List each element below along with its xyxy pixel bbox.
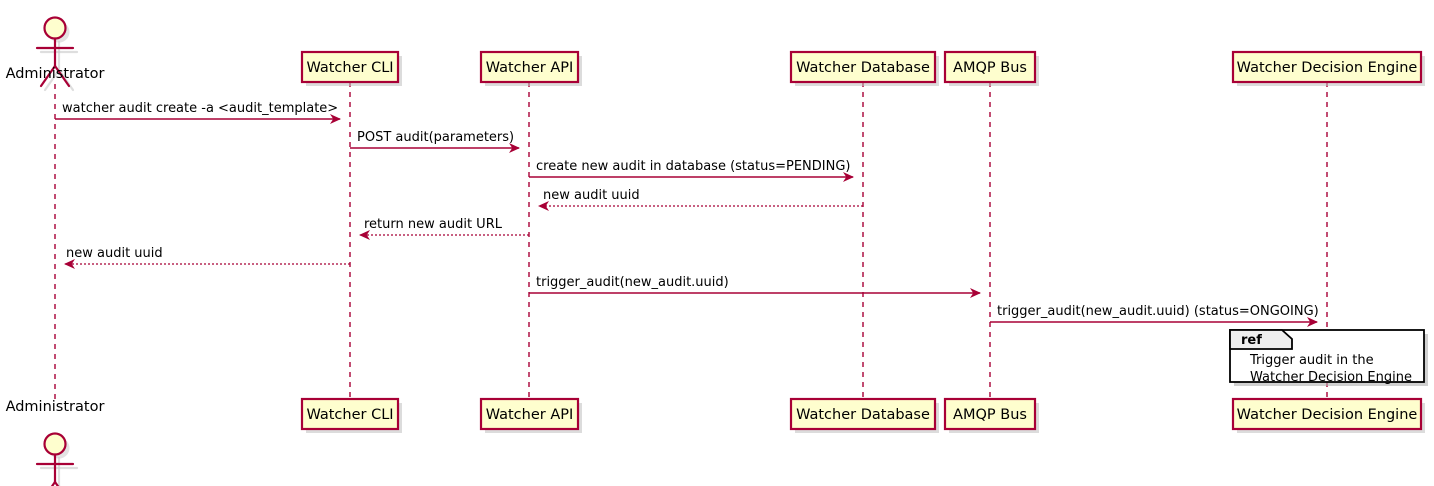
lifelines-layer	[54, 82, 1328, 399]
participant-watcher-decision-engine-header[interactable]: Watcher Decision Engine	[1231, 50, 1425, 86]
participant-box	[479, 50, 580, 84]
message-label-msg-8: trigger_audit(new_audit.uuid) (status=ON…	[997, 304, 1319, 319]
message-label-msg-2: POST audit(parameters)	[357, 130, 514, 145]
participant-box	[300, 50, 400, 84]
participant-watcher-database-header[interactable]: Watcher Database	[789, 50, 939, 86]
message-label-msg-4: new audit uuid	[543, 188, 640, 203]
message-msg-5: return new audit URL	[359, 217, 529, 240]
participant-box	[1231, 397, 1423, 431]
ref-text-line-0: Trigger audit in the	[1249, 353, 1374, 368]
participant-box	[943, 50, 1037, 84]
actor-head	[43, 16, 67, 40]
participant-box	[479, 397, 580, 431]
participant-amqp-bus-header[interactable]: AMQP Bus	[943, 50, 1039, 86]
actor-head	[43, 432, 67, 456]
participant-box	[300, 397, 400, 431]
message-msg-6: new audit uuid	[64, 246, 350, 269]
participant-label-watcher-cli: Watcher CLI	[306, 60, 393, 76]
ref-text-line-1: Watcher Decision Engine	[1250, 370, 1412, 385]
actor-administrator[interactable]	[35, 16, 79, 92]
message-msg-8: trigger_audit(new_audit.uuid) (status=ON…	[990, 304, 1319, 327]
actor-leg-left	[50, 480, 57, 486]
message-label-msg-5: return new audit URL	[364, 217, 503, 232]
participant-watcher-cli-footer[interactable]: Watcher CLI	[300, 397, 402, 433]
message-label-msg-3: create new audit in database (status=PEN…	[536, 159, 851, 174]
message-msg-7: trigger_audit(new_audit.uuid)	[529, 275, 981, 298]
actor-leg-right	[53, 480, 60, 486]
participant-box	[1231, 50, 1423, 84]
participant-label-watcher-database: Watcher Database	[796, 407, 930, 423]
participant-watcher-decision-engine-footer[interactable]: Watcher Decision Engine	[1231, 397, 1425, 433]
message-msg-4: new audit uuid	[538, 188, 863, 211]
actor-label-administrator: Administrator	[6, 66, 105, 82]
message-msg-1: watcher audit create -a <audit_template>	[55, 101, 341, 124]
participant-label-watcher-decision-engine: Watcher Decision Engine	[1237, 407, 1418, 423]
participant-box	[789, 397, 937, 431]
participant-label-watcher-cli: Watcher CLI	[306, 407, 393, 423]
participant-box	[943, 397, 1037, 431]
participant-box	[789, 50, 937, 84]
participant-label-watcher-api: Watcher API	[486, 407, 574, 423]
participant-label-watcher-decision-engine: Watcher Decision Engine	[1237, 60, 1418, 76]
participant-label-amqp-bus: AMQP Bus	[953, 60, 1027, 76]
participant-watcher-cli-header[interactable]: Watcher CLI	[300, 50, 402, 86]
participant-label-watcher-api: Watcher API	[486, 60, 574, 76]
message-msg-3: create new audit in database (status=PEN…	[529, 159, 854, 182]
actor-leg-left	[39, 64, 57, 88]
message-msg-2: POST audit(parameters)	[350, 130, 520, 153]
participant-label-watcher-database: Watcher Database	[796, 60, 930, 76]
participant-label-amqp-bus: AMQP Bus	[953, 407, 1027, 423]
participant-amqp-bus-footer[interactable]: AMQP Bus	[943, 397, 1039, 433]
actor-administrator[interactable]	[35, 432, 79, 486]
participant-watcher-api-header[interactable]: Watcher API	[479, 50, 582, 86]
ref-tab	[1229, 329, 1293, 350]
actor-label-administrator: Administrator	[6, 399, 105, 415]
participant-watcher-api-footer[interactable]: Watcher API	[479, 397, 582, 433]
participant-watcher-database-footer[interactable]: Watcher Database	[789, 397, 939, 433]
message-label-msg-1: watcher audit create -a <audit_template>	[62, 101, 338, 116]
message-label-msg-6: new audit uuid	[66, 246, 163, 261]
ref-keyword: ref	[1241, 333, 1262, 348]
messages-layer: watcher audit create -a <audit_template>…	[55, 101, 1319, 327]
message-label-msg-7: trigger_audit(new_audit.uuid)	[536, 275, 729, 290]
actor-leg-right	[53, 64, 71, 88]
